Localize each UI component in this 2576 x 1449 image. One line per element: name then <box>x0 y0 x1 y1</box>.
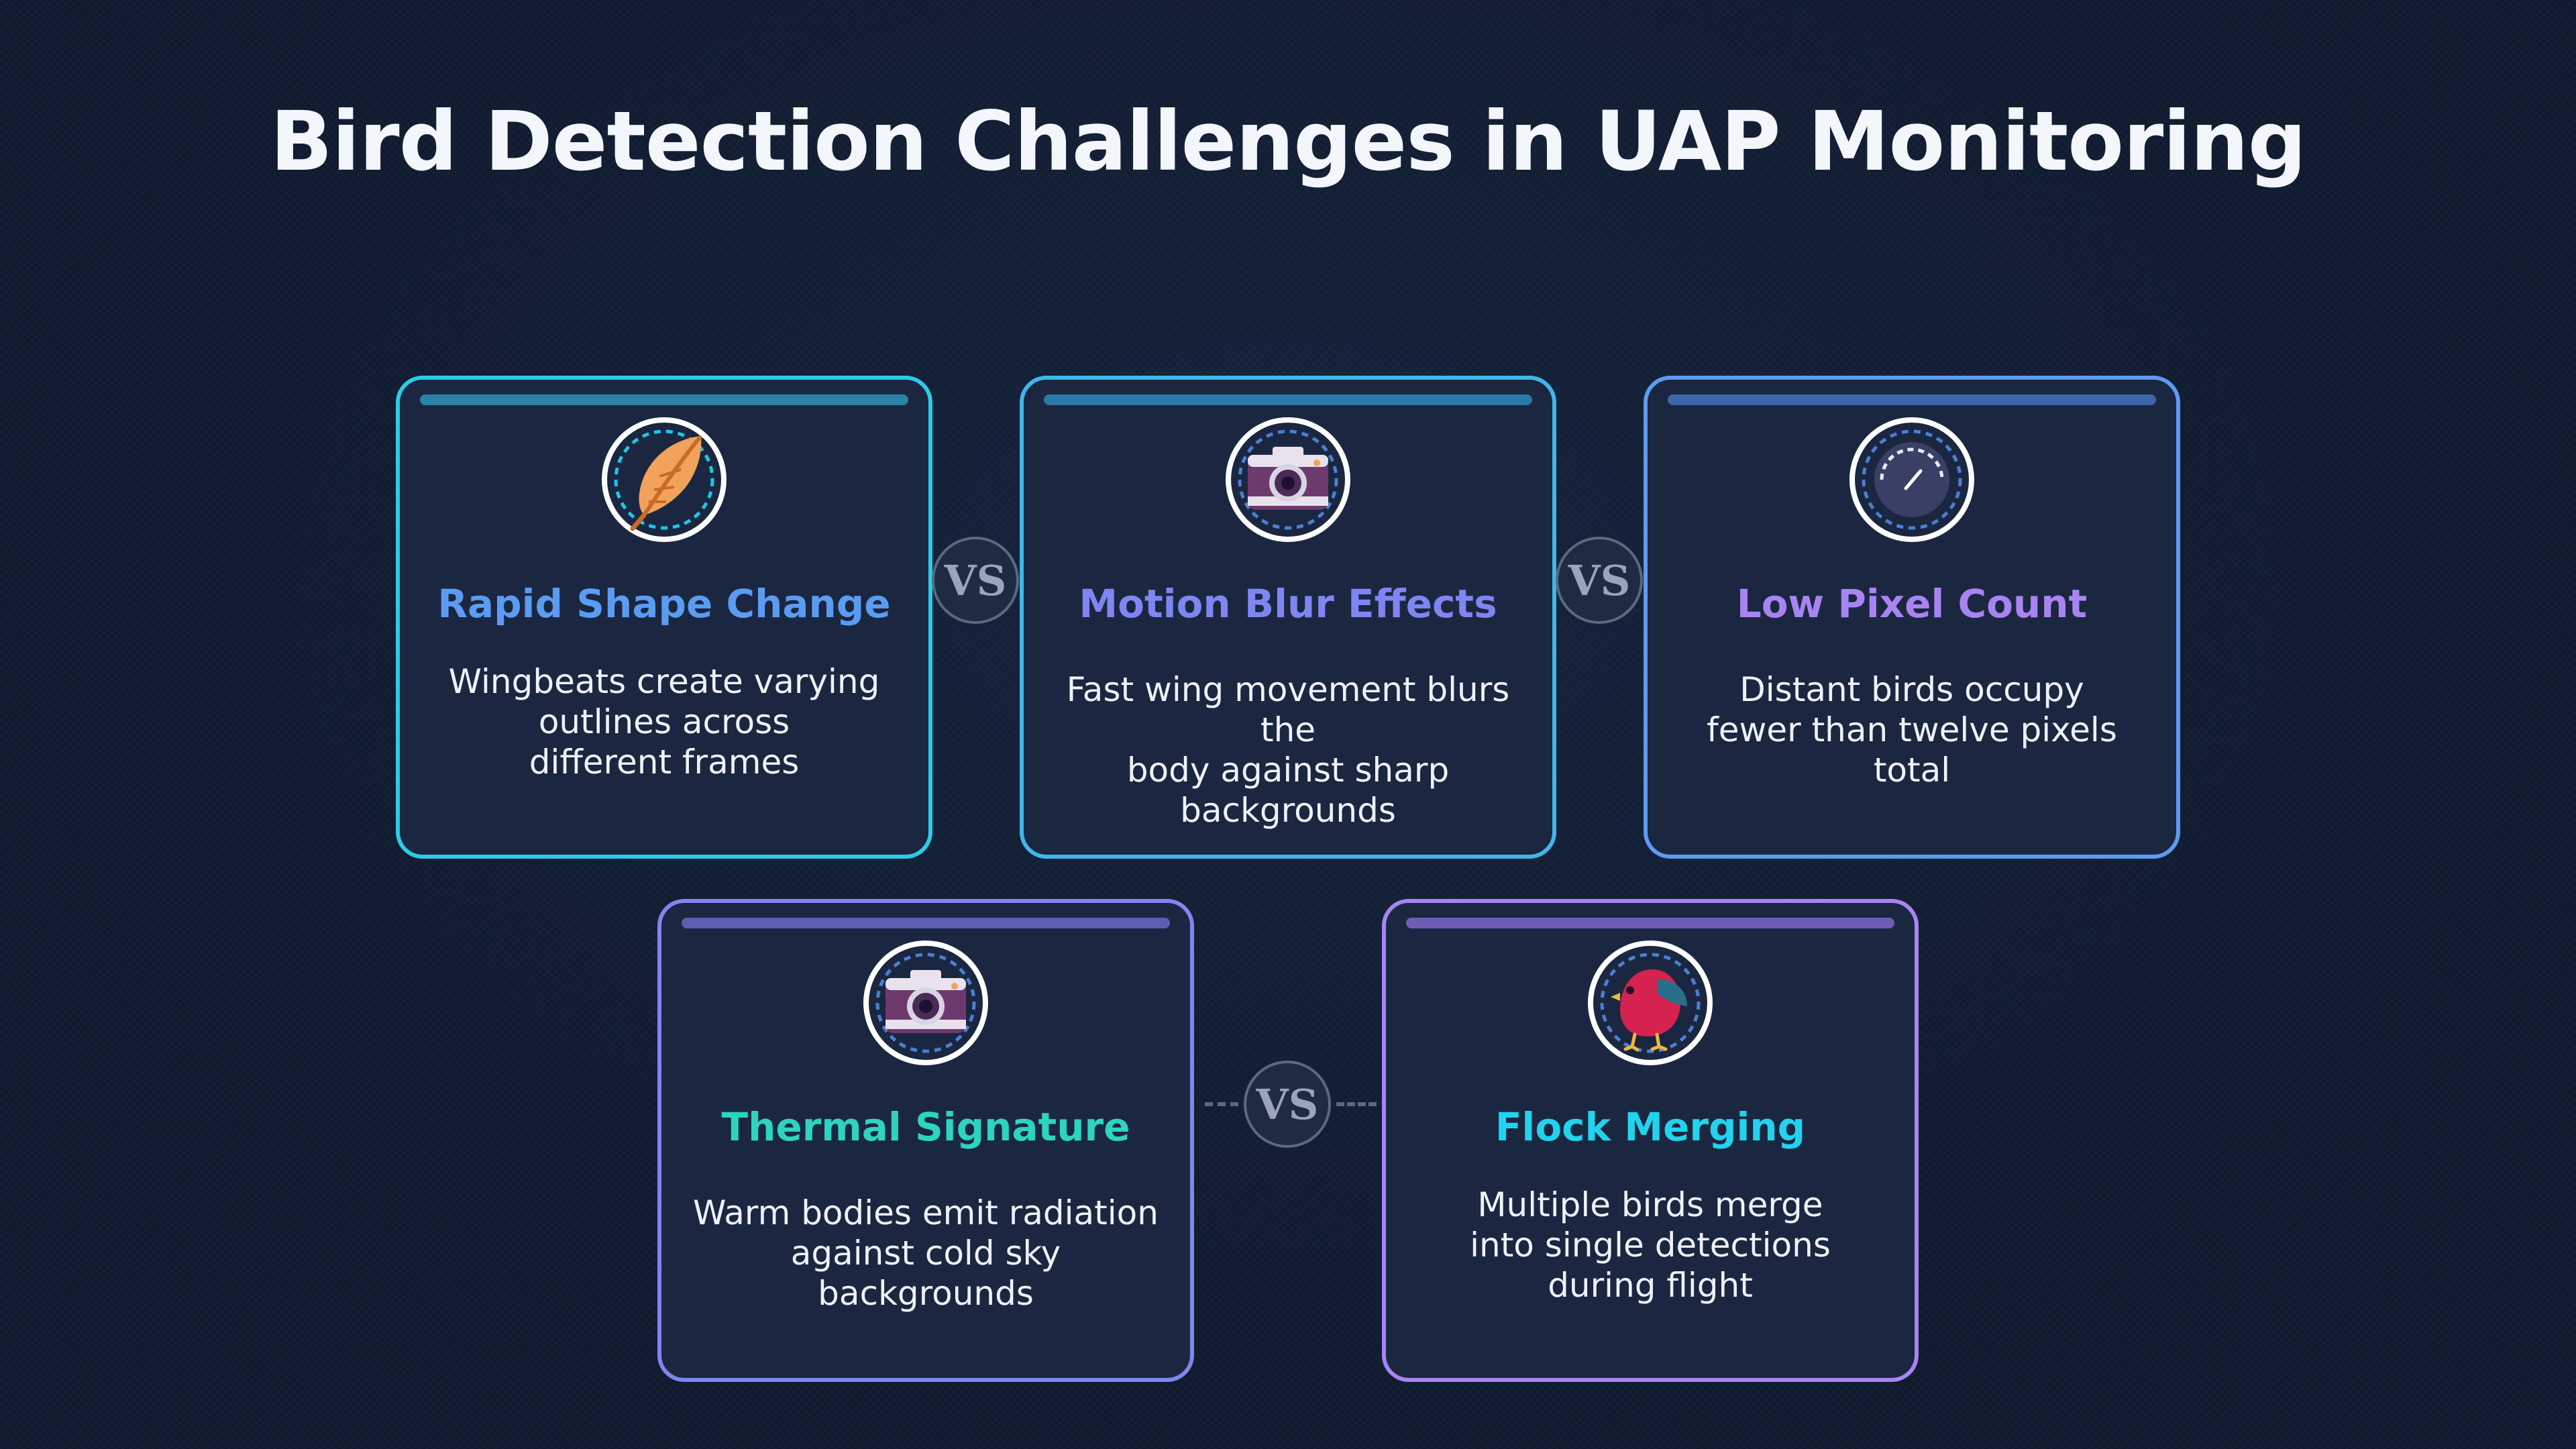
dashed-connector-line <box>1336 1102 1377 1106</box>
icon-badge <box>602 417 727 542</box>
camera-icon <box>1238 429 1338 530</box>
card-top-bar <box>1668 394 2156 405</box>
dashed-connector-line <box>1205 1102 1238 1106</box>
card-title: Rapid Shape Change <box>437 581 891 627</box>
feather-icon <box>614 429 714 531</box>
card-thermal-signature: Thermal Signature Warm bodies emit radia… <box>657 899 1194 1382</box>
card-title: Flock Merging <box>1495 1104 1806 1150</box>
icon-badge <box>1588 941 1713 1065</box>
gauge-icon <box>1862 429 1962 530</box>
card-top-bar <box>420 394 908 405</box>
icon-badge <box>1226 417 1350 542</box>
camera-icon <box>875 953 976 1053</box>
card-description: Warm bodies emit radiation against cold … <box>693 1193 1159 1313</box>
card-flock-merging: Flock Merging Multiple birds merge into … <box>1382 899 1919 1382</box>
vs-connector: VS <box>932 537 1019 624</box>
vs-connector: VS <box>1556 537 1643 624</box>
card-description: Wingbeats create varying outlines across… <box>448 662 880 782</box>
card-description: Fast wing movement blurs the body agains… <box>1066 670 1510 830</box>
card-top-bar <box>1044 394 1532 405</box>
card-title: Motion Blur Effects <box>1079 581 1497 627</box>
card-low-pixel-count: Low Pixel Count Distant birds occupy few… <box>1644 376 2180 859</box>
bird-icon <box>1600 953 1701 1053</box>
card-top-bar <box>1406 918 1894 928</box>
card-motion-blur-effects: Motion Blur Effects Fast wing movement b… <box>1020 376 1556 859</box>
card-description: Multiple birds merge into single detecti… <box>1470 1185 1831 1305</box>
card-rapid-shape-change: Rapid Shape Change Wingbeats create vary… <box>396 376 932 859</box>
icon-badge <box>1849 417 1974 542</box>
card-title: Low Pixel Count <box>1736 581 2088 627</box>
page-title: Bird Detection Challenges in UAP Monitor… <box>270 94 2307 189</box>
icon-badge <box>863 941 988 1065</box>
card-title: Thermal Signature <box>721 1104 1130 1150</box>
card-description: Distant birds occupy fewer than twelve p… <box>1707 670 2117 790</box>
vs-connector: VS <box>1244 1061 1331 1148</box>
card-top-bar <box>682 918 1170 928</box>
